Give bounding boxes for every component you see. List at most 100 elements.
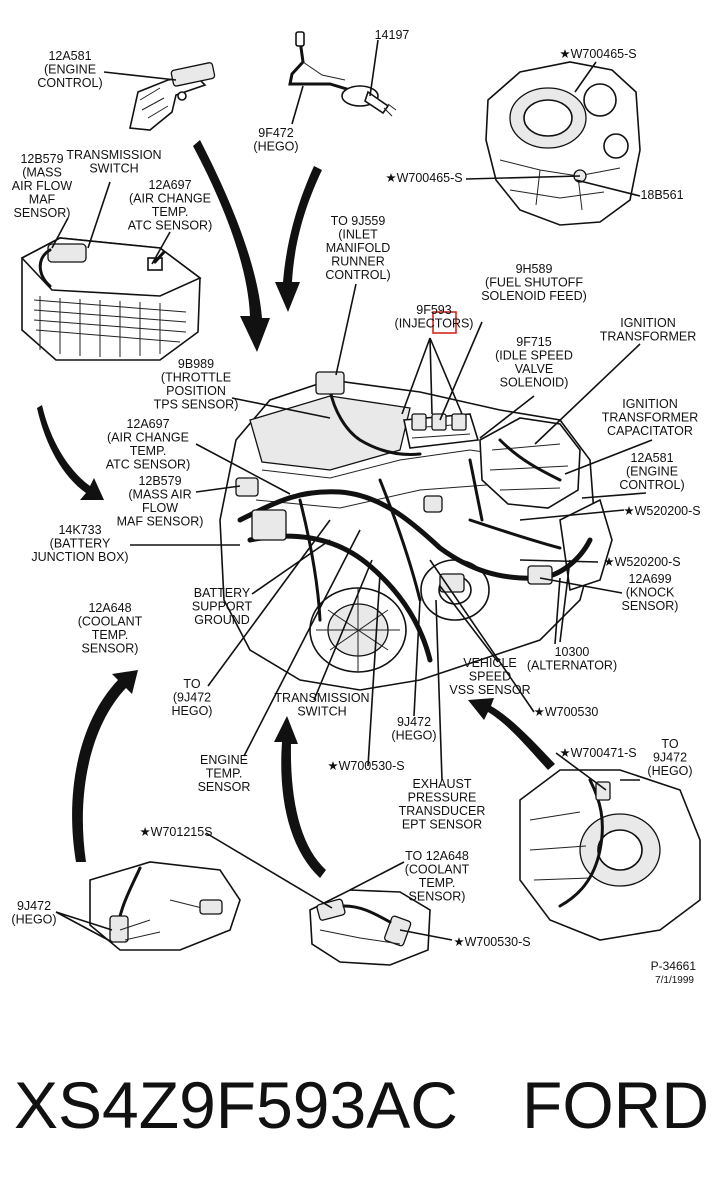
- label-line: (HEGO): [11, 913, 56, 927]
- label-line: (9J472: [173, 691, 211, 705]
- label-line: (COOLANT: [405, 863, 470, 877]
- part-number-caption: XS4Z9F593AC: [14, 1068, 458, 1142]
- label-14197: 14197: [375, 28, 410, 42]
- label-line: ★W700530-S: [453, 935, 530, 949]
- label-w700465-s-top: ★W700465-S: [559, 47, 636, 61]
- label-line: SENSOR): [14, 206, 71, 220]
- label-line: (MASS AIR: [128, 488, 191, 502]
- label-line: TPS SENSOR): [154, 398, 239, 412]
- label-line: 12A697: [148, 178, 191, 192]
- label-line: (COOLANT: [78, 615, 143, 629]
- label-line: 9F472: [258, 126, 293, 140]
- label-line: TEMP.: [92, 628, 129, 642]
- label-line: GROUND: [194, 613, 250, 627]
- label-line: (AIR CHANGE: [129, 192, 211, 206]
- label-line: SWITCH: [297, 705, 346, 719]
- label-line: CONTROL): [619, 478, 684, 492]
- figure-reference-date: 7/1/1999: [655, 975, 694, 986]
- label-w700530-s-center: ★W700530-S: [327, 759, 404, 773]
- label-line: 9J472: [17, 899, 51, 913]
- transmission-hego-illustration: [519, 769, 701, 941]
- label-line: 14K733: [58, 523, 101, 537]
- label-line: (ENGINE: [626, 465, 678, 479]
- label-line: TO: [661, 737, 678, 751]
- label-line: (MASS: [22, 166, 62, 180]
- label-line: 12A581: [48, 49, 91, 63]
- lower-left-hego-illustration: [89, 861, 241, 951]
- brand-caption: FORD: [522, 1068, 709, 1142]
- label-line: MAF: [29, 193, 56, 207]
- label-line: SENSOR): [409, 890, 466, 904]
- label-line: (INLET: [338, 228, 378, 242]
- label-line: (INJECTORS): [395, 317, 474, 331]
- label-line: TRANSFORMER: [600, 330, 697, 344]
- label-line: 9H589: [516, 262, 553, 276]
- label-line: SWITCH: [89, 162, 138, 176]
- leader-lines: [51, 39, 653, 943]
- label-line: 9J472: [653, 751, 687, 765]
- label-line: RUNNER: [331, 255, 384, 269]
- label-line: SPEED: [469, 670, 511, 684]
- label-line: IGNITION: [620, 316, 676, 330]
- label-line: 12A699: [628, 572, 671, 586]
- label-line: SENSOR: [198, 780, 251, 794]
- label-line: 18B561: [640, 188, 683, 202]
- label-line: 9J472: [397, 715, 431, 729]
- label-injectors: 9F593(INJECTORS): [395, 303, 474, 331]
- label-w520200-s-upper: ★W520200-S: [623, 504, 700, 518]
- label-w700530-s-bottom: ★W700530-S: [453, 935, 530, 949]
- label-line: 12B579: [20, 152, 63, 166]
- label-9j472-hego-bottom-left: 9J472(HEGO): [11, 899, 56, 927]
- label-line: 12B579: [138, 474, 181, 488]
- figure-reference-code: P-34661: [651, 959, 697, 973]
- label-line: HEGO): [172, 704, 213, 718]
- label-line: TO 12A648: [405, 849, 469, 863]
- label-line: (THROTTLE: [161, 371, 231, 385]
- label-line: ★W700465-S: [385, 171, 462, 185]
- label-line: 12A697: [126, 417, 169, 431]
- label-line: ATC SENSOR): [128, 219, 213, 233]
- label-line: ★W700471-S: [559, 746, 636, 760]
- label-w700465-s-mid: ★W700465-S: [385, 171, 462, 185]
- hego-sensor-illustration: [288, 31, 397, 117]
- label-18b561: 18B561: [640, 188, 683, 202]
- label-line: FLOW: [142, 501, 178, 515]
- label-line: SENSOR): [622, 599, 679, 613]
- label-line: TEMP.: [206, 767, 243, 781]
- label-line: 9F593: [416, 303, 451, 317]
- engine-assembly-illustration: [219, 371, 613, 691]
- label-line: EXHAUST: [412, 777, 471, 791]
- engine-control-connector-illustration: [129, 62, 216, 131]
- label-line: 9F715: [516, 335, 551, 349]
- label-w700530: ★W700530: [534, 705, 599, 719]
- label-line: (AIR CHANGE: [107, 431, 189, 445]
- label-line: ★W520200-S: [623, 504, 700, 518]
- label-line: ★W700465-S: [559, 47, 636, 61]
- label-line: ATC SENSOR): [106, 458, 191, 472]
- label-line: MANIFOLD: [326, 241, 391, 255]
- label-line: 12A581: [630, 451, 673, 465]
- label-line: VALVE: [515, 362, 553, 376]
- label-line: (FUEL SHUTOFF: [485, 276, 583, 290]
- label-line: ★W700530: [534, 705, 599, 719]
- label-line: JUNCTION BOX): [31, 550, 128, 564]
- label-9f472-hego: 9F472(HEGO): [253, 126, 298, 154]
- label-line: TRANSMISSION: [274, 691, 369, 705]
- label-line: TRANSMISSION: [66, 148, 161, 162]
